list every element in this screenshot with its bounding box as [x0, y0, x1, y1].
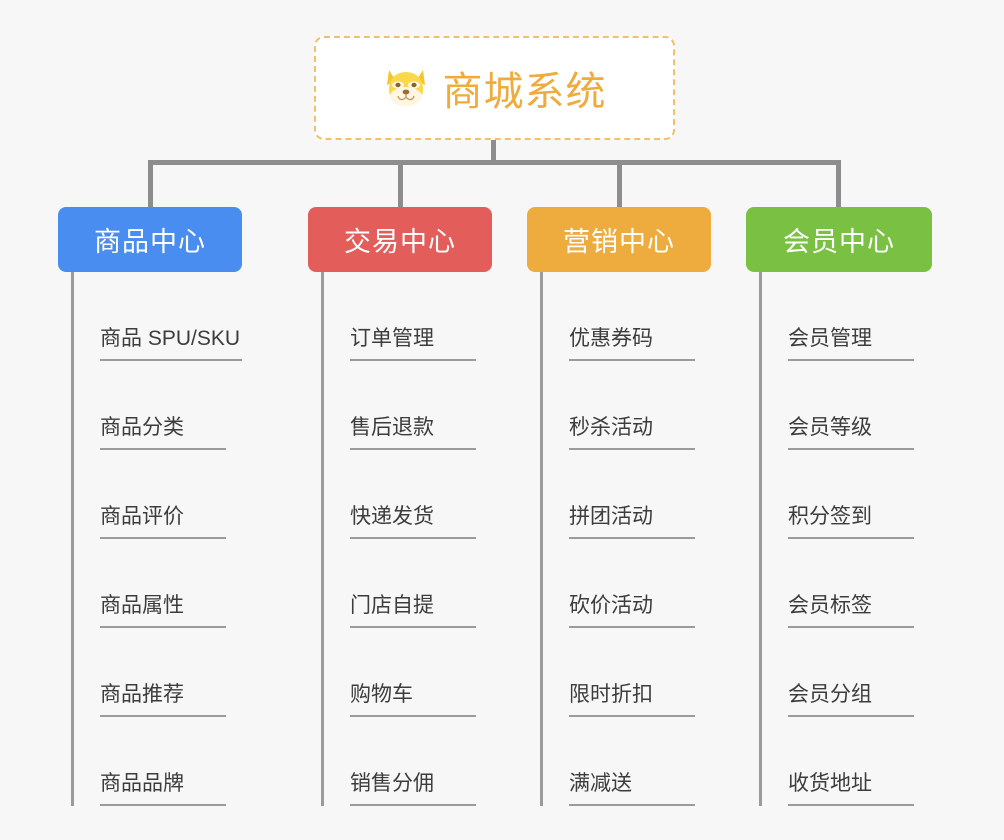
leaf-label: 订单管理 [350, 326, 476, 361]
leaf-node[interactable]: 商品属性 [71, 539, 242, 628]
leaf-node[interactable]: 积分签到 [759, 450, 932, 539]
leaf-node[interactable]: 销售分佣 [321, 717, 492, 806]
connector-drop-marketing-center [617, 160, 622, 207]
leaf-node[interactable]: 会员分组 [759, 628, 932, 717]
branch-column-marketing-center: 营销中心优惠券码秒杀活动拼团活动砍价活动限时折扣满减送 [527, 207, 711, 806]
leaf-label: 商品属性 [100, 593, 226, 628]
leaf-label: 收货地址 [788, 771, 914, 806]
leaf-node[interactable]: 订单管理 [321, 272, 492, 361]
leaf-node[interactable]: 快递发货 [321, 450, 492, 539]
leaf-node[interactable]: 商品分类 [71, 361, 242, 450]
leaf-node[interactable]: 砍价活动 [540, 539, 711, 628]
leaf-list-member-center: 会员管理会员等级积分签到会员标签会员分组收货地址 [746, 272, 932, 806]
leaf-label: 购物车 [350, 682, 476, 717]
leaf-label: 商品分类 [100, 415, 226, 450]
leaf-label: 拼团活动 [569, 504, 695, 539]
leaf-node[interactable]: 收货地址 [759, 717, 932, 806]
connector-horizontal-bus [148, 160, 841, 165]
leaf-node[interactable]: 会员标签 [759, 539, 932, 628]
leaf-node[interactable]: 会员等级 [759, 361, 932, 450]
leaf-label: 优惠券码 [569, 326, 695, 361]
leaf-label: 秒杀活动 [569, 415, 695, 450]
connector-drop-product-center [148, 160, 153, 207]
leaf-node[interactable]: 拼团活动 [540, 450, 711, 539]
leaf-label: 商品品牌 [100, 771, 226, 806]
leaf-node[interactable]: 门店自提 [321, 539, 492, 628]
leaf-node[interactable]: 会员管理 [759, 272, 932, 361]
leaf-node[interactable]: 商品推荐 [71, 628, 242, 717]
root-title: 商城系统 [442, 70, 607, 114]
leaf-label: 商品推荐 [100, 682, 226, 717]
leaf-label: 限时折扣 [569, 682, 695, 717]
leaf-label: 商品评价 [100, 504, 226, 539]
leaf-list-marketing-center: 优惠券码秒杀活动拼团活动砍价活动限时折扣满减送 [527, 272, 711, 806]
leaf-label: 砍价活动 [569, 593, 695, 628]
leaf-node[interactable]: 满减送 [540, 717, 711, 806]
branch-column-trade-center: 交易中心订单管理售后退款快递发货门店自提购物车销售分佣 [308, 207, 492, 806]
leaf-node[interactable]: 限时折扣 [540, 628, 711, 717]
leaf-node[interactable]: 优惠券码 [540, 272, 711, 361]
leaf-node[interactable]: 商品评价 [71, 450, 242, 539]
connector-spine-trade-center [321, 272, 324, 806]
leaf-list-trade-center: 订单管理售后退款快递发货门店自提购物车销售分佣 [308, 272, 492, 806]
leaf-label: 会员标签 [788, 593, 914, 628]
leaf-label: 会员管理 [788, 326, 914, 361]
category-label: 交易中心 [344, 227, 456, 257]
leaf-list-product-center: 商品 SPU/SKU 商品分类商品评价商品属性商品推荐商品品牌 [58, 272, 242, 806]
category-node-product-center[interactable]: 商品中心 [58, 207, 242, 272]
connector-root-stem [491, 140, 496, 165]
category-label: 会员中心 [783, 227, 895, 257]
category-label: 营销中心 [563, 227, 675, 257]
connector-spine-marketing-center [540, 272, 543, 806]
category-label: 商品中心 [94, 227, 206, 257]
leaf-label: 快递发货 [350, 504, 476, 539]
branch-column-member-center: 会员中心会员管理会员等级积分签到会员标签会员分组收货地址 [746, 207, 932, 806]
leaf-node[interactable]: 购物车 [321, 628, 492, 717]
leaf-label: 满减送 [569, 771, 695, 806]
branch-column-product-center: 商品中心商品 SPU/SKU 商品分类商品评价商品属性商品推荐商品品牌 [58, 207, 242, 806]
category-node-member-center[interactable]: 会员中心 [746, 207, 932, 272]
connector-drop-member-center [836, 160, 841, 207]
leaf-label: 销售分佣 [350, 771, 476, 806]
leaf-node[interactable]: 商品 SPU/SKU [71, 272, 242, 361]
connector-spine-member-center [759, 272, 762, 806]
connector-spine-product-center [71, 272, 74, 806]
shiba-dog-face-icon [383, 65, 429, 111]
leaf-node[interactable]: 秒杀活动 [540, 361, 711, 450]
leaf-label: 积分签到 [788, 504, 914, 539]
leaf-label: 售后退款 [350, 415, 476, 450]
connector-drop-trade-center [398, 160, 403, 207]
leaf-label: 会员等级 [788, 415, 914, 450]
leaf-label: 商品 SPU/SKU [100, 326, 242, 361]
leaf-label: 门店自提 [350, 593, 476, 628]
leaf-label: 会员分组 [788, 682, 914, 717]
leaf-node[interactable]: 售后退款 [321, 361, 492, 450]
leaf-node[interactable]: 商品品牌 [71, 717, 242, 806]
category-node-marketing-center[interactable]: 营销中心 [527, 207, 711, 272]
root-node-shop-system[interactable]: 商城系统 [314, 36, 675, 140]
category-node-trade-center[interactable]: 交易中心 [308, 207, 492, 272]
